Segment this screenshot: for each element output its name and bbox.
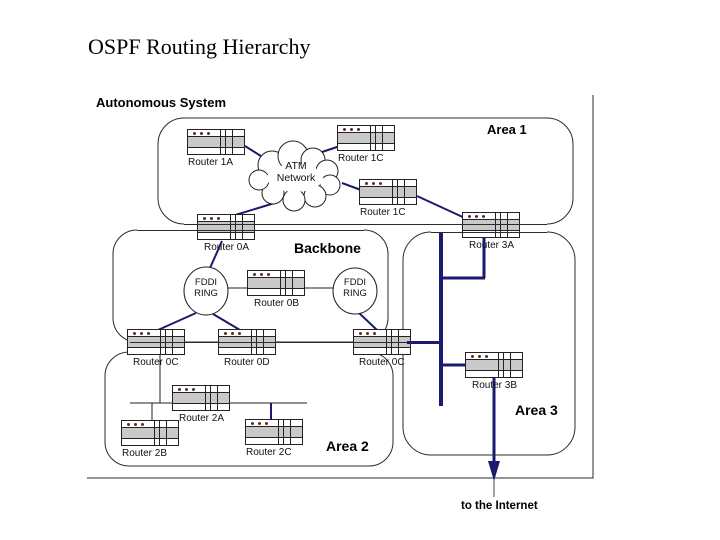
area1-bottom-edge [184, 224, 547, 225]
router-label: Router 2C [246, 447, 292, 458]
router-2c: Router 2C [245, 419, 303, 458]
area3-outline [402, 231, 576, 456]
router-label: Router 1A [188, 157, 234, 168]
router-label: Router 1C [360, 207, 406, 218]
autonomous-system-label: Autonomous System [96, 95, 227, 110]
atm-cloud [248, 140, 341, 212]
area3-label: Area 3 [515, 402, 558, 418]
fddi-ring-right-label: FDDI RING [343, 277, 367, 299]
router-label: Router 1C [338, 153, 384, 164]
router-3b: Router 3B [465, 352, 523, 391]
router-0a: Router 0A [197, 214, 255, 253]
router-label: Router 0D [224, 357, 270, 368]
backbone-top-edge [137, 230, 364, 231]
router-1c-top: Router 1C [337, 125, 395, 164]
backbone-lan-bus [130, 342, 437, 343]
router-label: Router 0A [204, 242, 250, 253]
area1-label: Area 1 [487, 122, 527, 137]
fddi-ring-right [332, 267, 378, 315]
fddi-ring-left [183, 266, 229, 316]
router-0b: Router 0B [247, 270, 305, 309]
fddi-ring-left-label: FDDI RING [194, 277, 218, 299]
router-label: Router 0C [133, 357, 179, 368]
page-title: OSPF Routing Hierarchy [88, 34, 311, 59]
area3-top-edge [431, 232, 547, 233]
atm-cloud-label: ATM Network [276, 160, 316, 184]
router-2a: Router 2A [172, 385, 230, 424]
router0c2-to-area3-bus [407, 341, 443, 344]
area1-outline [157, 117, 574, 225]
area2-label: Area 2 [326, 438, 369, 454]
router-3a: Router 3A [462, 212, 520, 251]
router-label: Router 0B [254, 298, 300, 309]
internet-label: to the Internet [461, 500, 538, 512]
router-2b: Router 2B [121, 420, 179, 459]
internet-arrowhead [488, 461, 500, 481]
router-label: Router 2A [179, 413, 225, 424]
connection-lines [130, 141, 500, 497]
router-label: Router 2B [122, 448, 168, 459]
router-label: Router 3A [469, 240, 515, 251]
router-label: Router 3B [472, 380, 518, 391]
router-label: Router 0C [359, 357, 405, 368]
backbone-label: Backbone [294, 240, 361, 256]
autonomous-system-outline [87, 95, 594, 479]
router-1c-mid: Router 1C [359, 179, 417, 218]
area2-outline [104, 351, 394, 467]
router-1a: Router 1A [187, 129, 245, 168]
fddi-rings [183, 266, 378, 316]
